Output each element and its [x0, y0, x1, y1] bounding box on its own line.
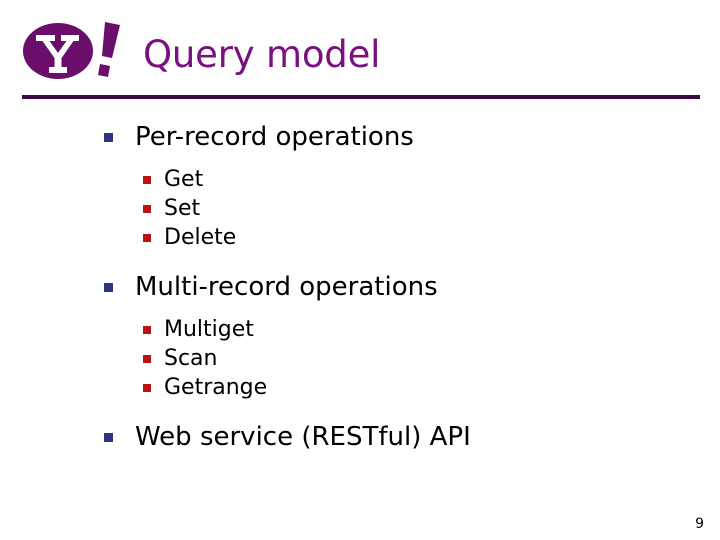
bullet-square-icon	[143, 355, 151, 363]
bullet-level2-label: Getrange	[164, 375, 268, 400]
bullet-level1: Per-record operations	[0, 120, 720, 154]
title-divider	[22, 95, 700, 99]
spacer	[0, 154, 720, 165]
bullet-level1-label: Web service (RESTful) API	[135, 422, 471, 452]
bullet-level1: Multi-record operations	[0, 270, 720, 304]
bullet-square-icon	[143, 176, 151, 184]
bullet-level2: Set	[0, 194, 720, 223]
bullet-group-2: Multi-record operations Multiget Scan Ge…	[0, 270, 720, 402]
bullet-square-icon	[104, 433, 113, 442]
bullet-level1-label: Multi-record operations	[135, 272, 438, 302]
bullet-level2: Get	[0, 165, 720, 194]
slide-body: Per-record operations Get Set Delete Mul…	[0, 108, 720, 508]
bullet-square-icon	[104, 133, 113, 142]
bullet-level1: Web service (RESTful) API	[0, 420, 720, 454]
page-number: 9	[695, 516, 704, 532]
bullet-level2: Delete	[0, 223, 720, 252]
bullet-level1-label: Per-record operations	[135, 122, 414, 152]
bullet-group-3: Web service (RESTful) API	[0, 420, 720, 454]
bullet-square-icon	[104, 283, 113, 292]
bullet-group-1: Per-record operations Get Set Delete	[0, 120, 720, 252]
bullet-level2-label: Multiget	[164, 317, 254, 342]
bullet-level2: Scan	[0, 344, 720, 373]
bullet-level2-label: Delete	[164, 225, 237, 250]
bullet-level2-label: Scan	[164, 346, 218, 371]
bullet-level2: Multiget	[0, 315, 720, 344]
bullet-square-icon	[143, 205, 151, 213]
spacer	[0, 304, 720, 315]
yahoo-logo-icon	[22, 18, 132, 88]
bullet-level2-label: Get	[164, 167, 204, 192]
bullet-level2: Getrange	[0, 373, 720, 402]
bullet-square-icon	[143, 234, 151, 242]
bullet-square-icon	[143, 326, 151, 334]
slide-header: Query model	[0, 0, 720, 100]
bullet-level2-label: Set	[164, 196, 201, 221]
bullet-square-icon	[143, 384, 151, 392]
page-title: Query model	[143, 33, 381, 76]
